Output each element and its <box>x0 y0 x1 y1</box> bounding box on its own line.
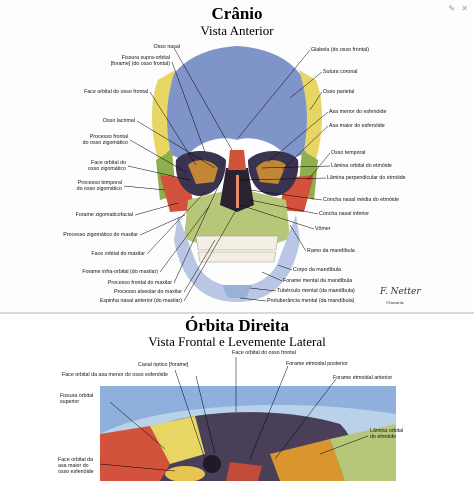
label-concha-nasal-media: Concha nasal média do etmóide <box>323 197 399 203</box>
orbit-left-wall <box>188 160 218 184</box>
label-processo-temporal-zigomatico: Processo temporal do osso zigomático <box>76 180 122 193</box>
label-forame-mental: Forame mental da mandíbula <box>283 278 353 284</box>
label-face-orbital-zigomatico: Face orbital do osso zigomático <box>88 160 126 173</box>
lower-teeth <box>197 251 277 263</box>
label-vomer: Vômer <box>315 226 331 232</box>
label-face-orbital-maxilar: Face orbital do maxilar <box>91 251 145 257</box>
leader-lines-right <box>237 49 331 302</box>
mental-protuberance <box>222 285 252 298</box>
label-processo-frontal-zigomatico: Processo frontal do osso zigomático <box>82 134 128 147</box>
nasal-bone <box>228 150 246 170</box>
leader-lines-left <box>123 47 237 302</box>
edit-icon[interactable]: ✎ <box>448 4 456 13</box>
vomer-septum <box>236 175 239 208</box>
ethmoid-orbital-plate <box>270 439 345 481</box>
page-subtitle: Vista Anterior <box>200 23 274 38</box>
orbit-panel: Órbita Direita Vista Frontal e Levemente… <box>0 312 474 481</box>
label-canal-optico: Canal óptico [forame] <box>138 362 189 368</box>
label-lamina-perpendicular: Lâmina perpendicular do etmóide <box>327 175 406 181</box>
label-processo-frontal-maxilar: Processo frontal do maxilar <box>107 280 172 286</box>
skull-illustration <box>123 46 331 302</box>
close-icon[interactable]: ✕ <box>461 4 468 13</box>
orbit-yellow-patch <box>165 466 205 481</box>
label-tuberculo-mental: Tubérculo mental (da mandíbula) <box>277 288 355 294</box>
label-asa-menor: Asa menor do esfenóide <box>329 109 387 115</box>
frontal-bone-orbit <box>100 386 396 434</box>
lesser-wing-sphenoid <box>150 416 205 464</box>
panel-toolbar: ✎ ✕ <box>444 4 468 13</box>
frontal-bone <box>157 46 315 160</box>
label-lamina-orbital-etmoide: Lâmina orbital do etmóide <box>331 163 392 169</box>
label-osso-temporal: Osso temporal <box>331 150 366 156</box>
label-osso-lacrimal: Osso lacrimal <box>102 118 135 124</box>
orbit-title: Órbita Direita <box>184 316 290 335</box>
label-forame-zigomaticofacial: Forame zigomaticofacial <box>75 212 133 218</box>
label-osso-parietal: Osso parietal <box>323 89 355 95</box>
label-protuberancia-mental: Protuberância mental (da mandíbula) <box>267 298 355 304</box>
orbit-subtitle: Vista Frontal e Levemente Lateral <box>148 334 326 349</box>
label-fissura-supra-orbital: Fissura supra-orbital [forame] (do osso … <box>110 55 170 68</box>
artist-signature: F. Netter <box>380 287 421 297</box>
label-forame-etmoidal-anterior: Forame etmoidal anterior <box>333 375 393 381</box>
label-glabela: Glabela (do osso frontal) <box>311 47 370 53</box>
label-ramo-mandibula: Ramo da mandíbula <box>307 248 355 254</box>
maxilla <box>184 190 290 247</box>
upper-teeth <box>195 235 279 251</box>
skull-anterior-panel: ✎ ✕ Crânio Vista Anterior <box>63 4 468 305</box>
page-title: Crânio <box>211 4 263 23</box>
sphenoid-red-patch <box>226 462 262 481</box>
label-face-orbital-frontal-orbit: Face orbital do osso frontal <box>232 350 296 356</box>
label-face-orbital-frontal: Face orbital do osso frontal <box>84 89 148 95</box>
label-espinha-nasal-anterior: Espinha nasal anterior (do maxilar) <box>99 298 182 304</box>
lacrimal-region <box>330 424 396 481</box>
label-fissura-orbital-superior: Fissura orbital superior <box>60 393 94 406</box>
label-osso-nasal: Osso nasal <box>153 44 181 50</box>
label-face-orbital-asa-maior: Face orbital da asa maior do osso esfenó… <box>58 457 94 476</box>
optic-canal <box>203 455 221 473</box>
label-concha-nasal-inferior: Concha nasal inferior <box>319 211 370 217</box>
label-lamina-orbital-etmoide-orbit: Lâmina orbital do etmóide <box>370 428 404 441</box>
orbit-right-wall <box>256 160 286 184</box>
label-processo-alveolar-maxilar: Processo alveolar do maxilar <box>113 289 182 295</box>
label-sutura-coronal: Sutura coronal <box>323 69 358 75</box>
mandible <box>174 215 300 302</box>
label-forame-etmoidal-posterior: Forame etmoidal posterior <box>286 361 348 367</box>
greater-wing-sphenoid <box>100 426 170 481</box>
parietal-left <box>152 70 175 160</box>
label-corpo-mandibula: Corpo da mandíbula <box>293 267 341 273</box>
label-asa-menor-orbit: Face orbital da asa menor do osso esfenó… <box>62 372 169 378</box>
copyright: ©Novartis <box>386 300 404 305</box>
label-forame-infra-orbital: Forame infra-orbital (do maxilar) <box>82 269 158 275</box>
label-processo-zigomatico-maxilar: Processo zigomático do maxilar <box>63 232 138 238</box>
orbit-illustration <box>99 357 396 481</box>
orbit-leader-lines <box>99 357 369 472</box>
label-asa-maior: Asa maior do esfenóide <box>329 123 385 129</box>
